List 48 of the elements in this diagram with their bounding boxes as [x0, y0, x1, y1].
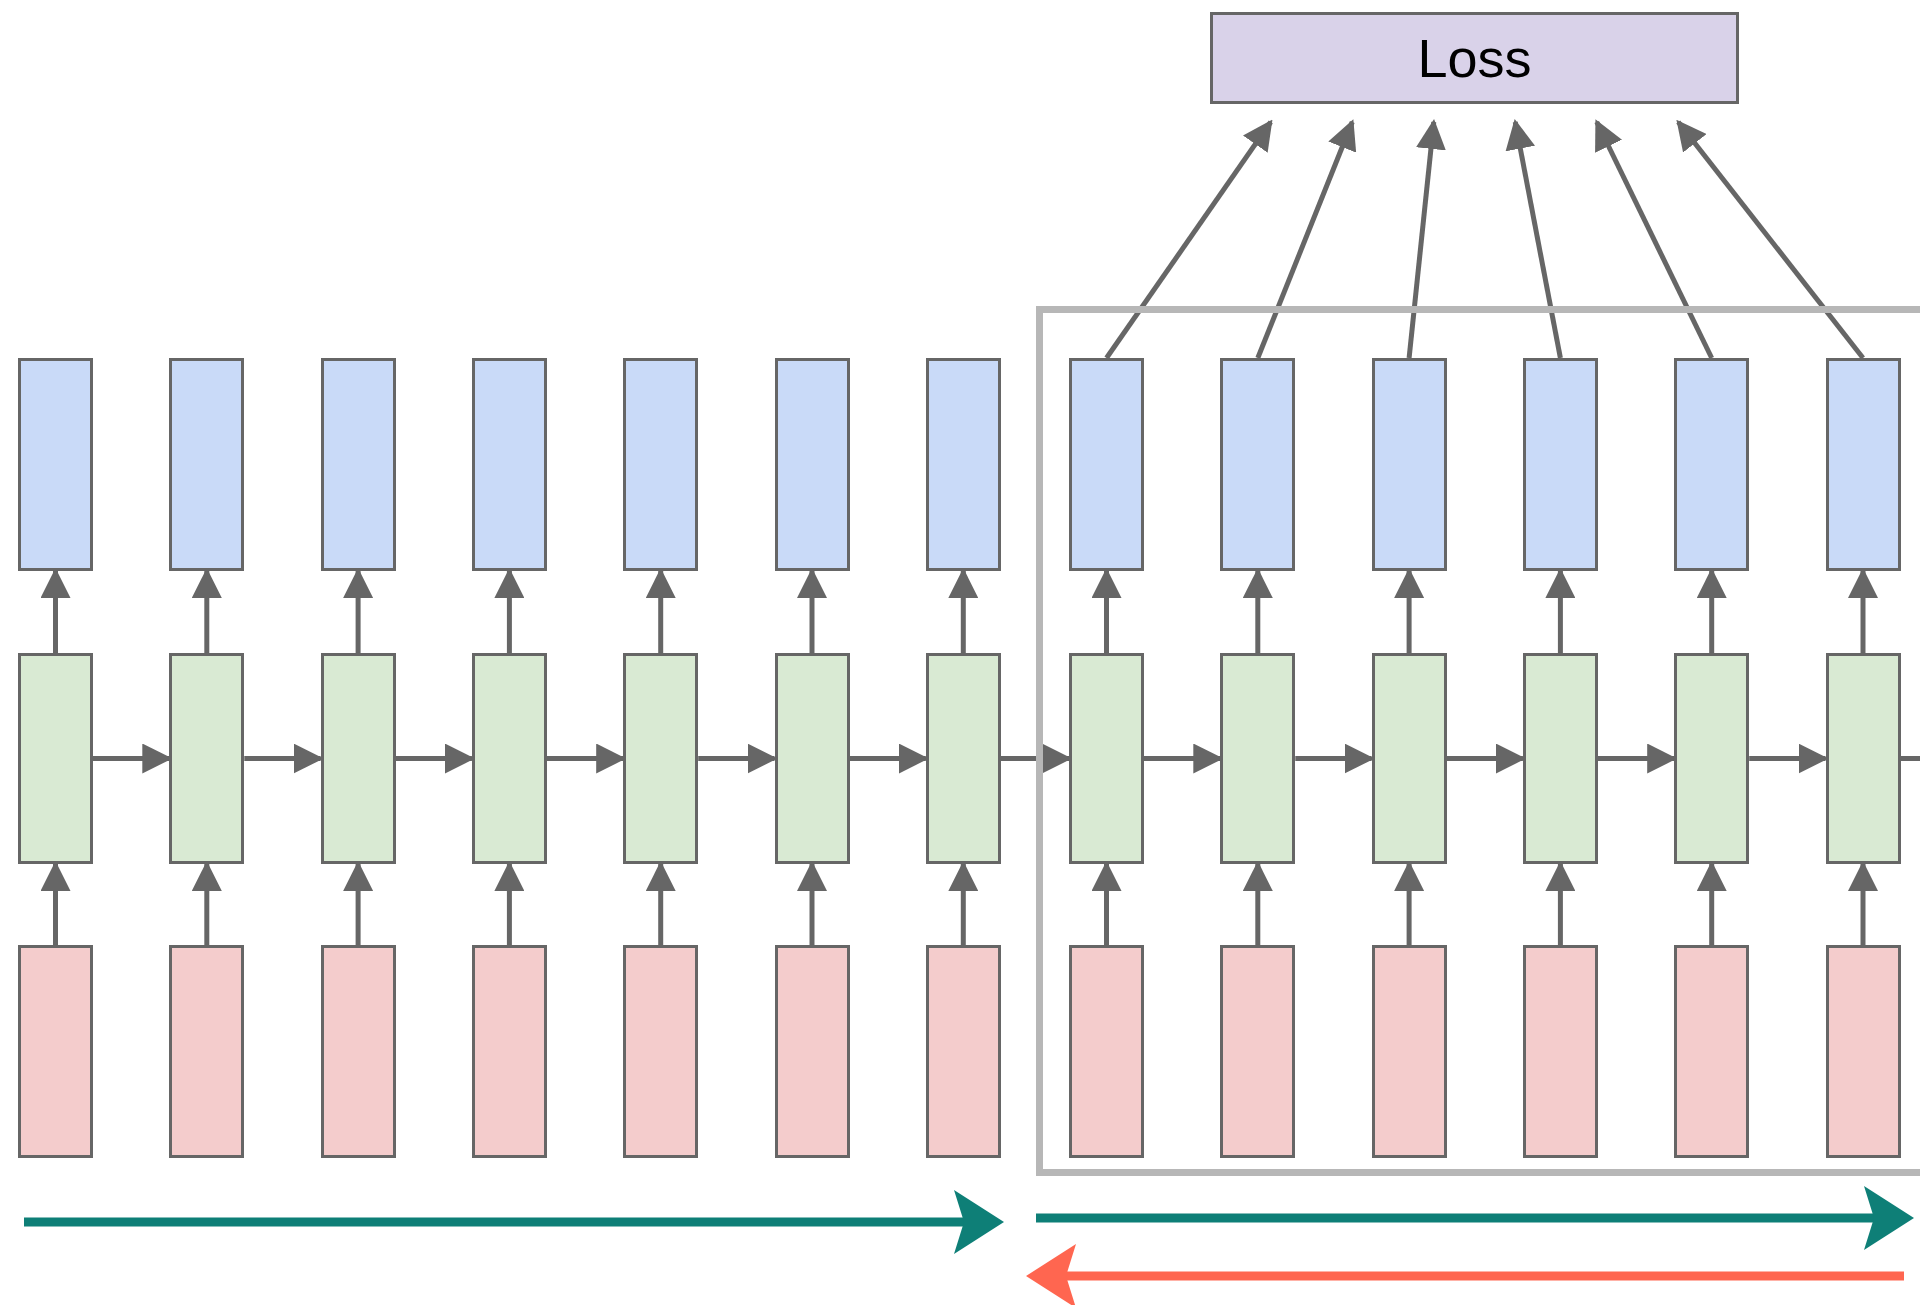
input-box	[1371, 945, 1447, 1158]
output-box	[320, 358, 396, 571]
hidden-state-box	[471, 653, 547, 864]
output-box	[1220, 358, 1296, 571]
input-box	[1674, 945, 1750, 1158]
output-box	[1371, 358, 1447, 571]
hidden-state-box	[320, 653, 396, 864]
hidden-state-box	[1674, 653, 1750, 864]
input-box	[1825, 945, 1901, 1158]
input-box	[1522, 945, 1598, 1158]
input-box	[169, 945, 245, 1158]
hidden-state-box	[774, 653, 850, 864]
hidden-state-box	[925, 653, 1001, 864]
input-box	[320, 945, 396, 1158]
output-box	[1674, 358, 1750, 571]
arrow	[1406, 119, 1446, 359]
arrow	[1594, 119, 1714, 360]
input-box	[1220, 945, 1296, 1158]
output-box	[623, 358, 699, 571]
arrow	[1676, 119, 1865, 360]
output-box	[18, 358, 93, 571]
truncation-window-frame	[1036, 306, 1920, 1176]
loss-box	[1210, 12, 1739, 104]
hidden-state-box	[623, 653, 699, 864]
input-box	[925, 945, 1001, 1158]
hidden-state-box	[1220, 653, 1296, 864]
output-box	[774, 358, 850, 571]
input-box	[471, 945, 547, 1158]
input-box	[18, 945, 93, 1158]
node-label: Loss	[1417, 27, 1532, 89]
output-box	[1069, 358, 1144, 571]
arrow	[1255, 119, 1357, 359]
hidden-state-box	[18, 653, 93, 864]
arrow	[1104, 119, 1273, 360]
input-box	[623, 945, 699, 1158]
hidden-state-box	[1069, 653, 1144, 864]
input-box	[1069, 945, 1144, 1158]
output-box	[1825, 358, 1901, 571]
hidden-state-box	[1522, 653, 1598, 864]
output-box	[1522, 358, 1598, 571]
hidden-state-box	[169, 653, 245, 864]
output-box	[169, 358, 245, 571]
input-box	[774, 945, 850, 1158]
output-box	[471, 358, 547, 571]
hidden-state-box	[1825, 653, 1901, 864]
hidden-state-box	[1371, 653, 1447, 864]
arrow	[1505, 119, 1563, 359]
output-box	[925, 358, 1001, 571]
